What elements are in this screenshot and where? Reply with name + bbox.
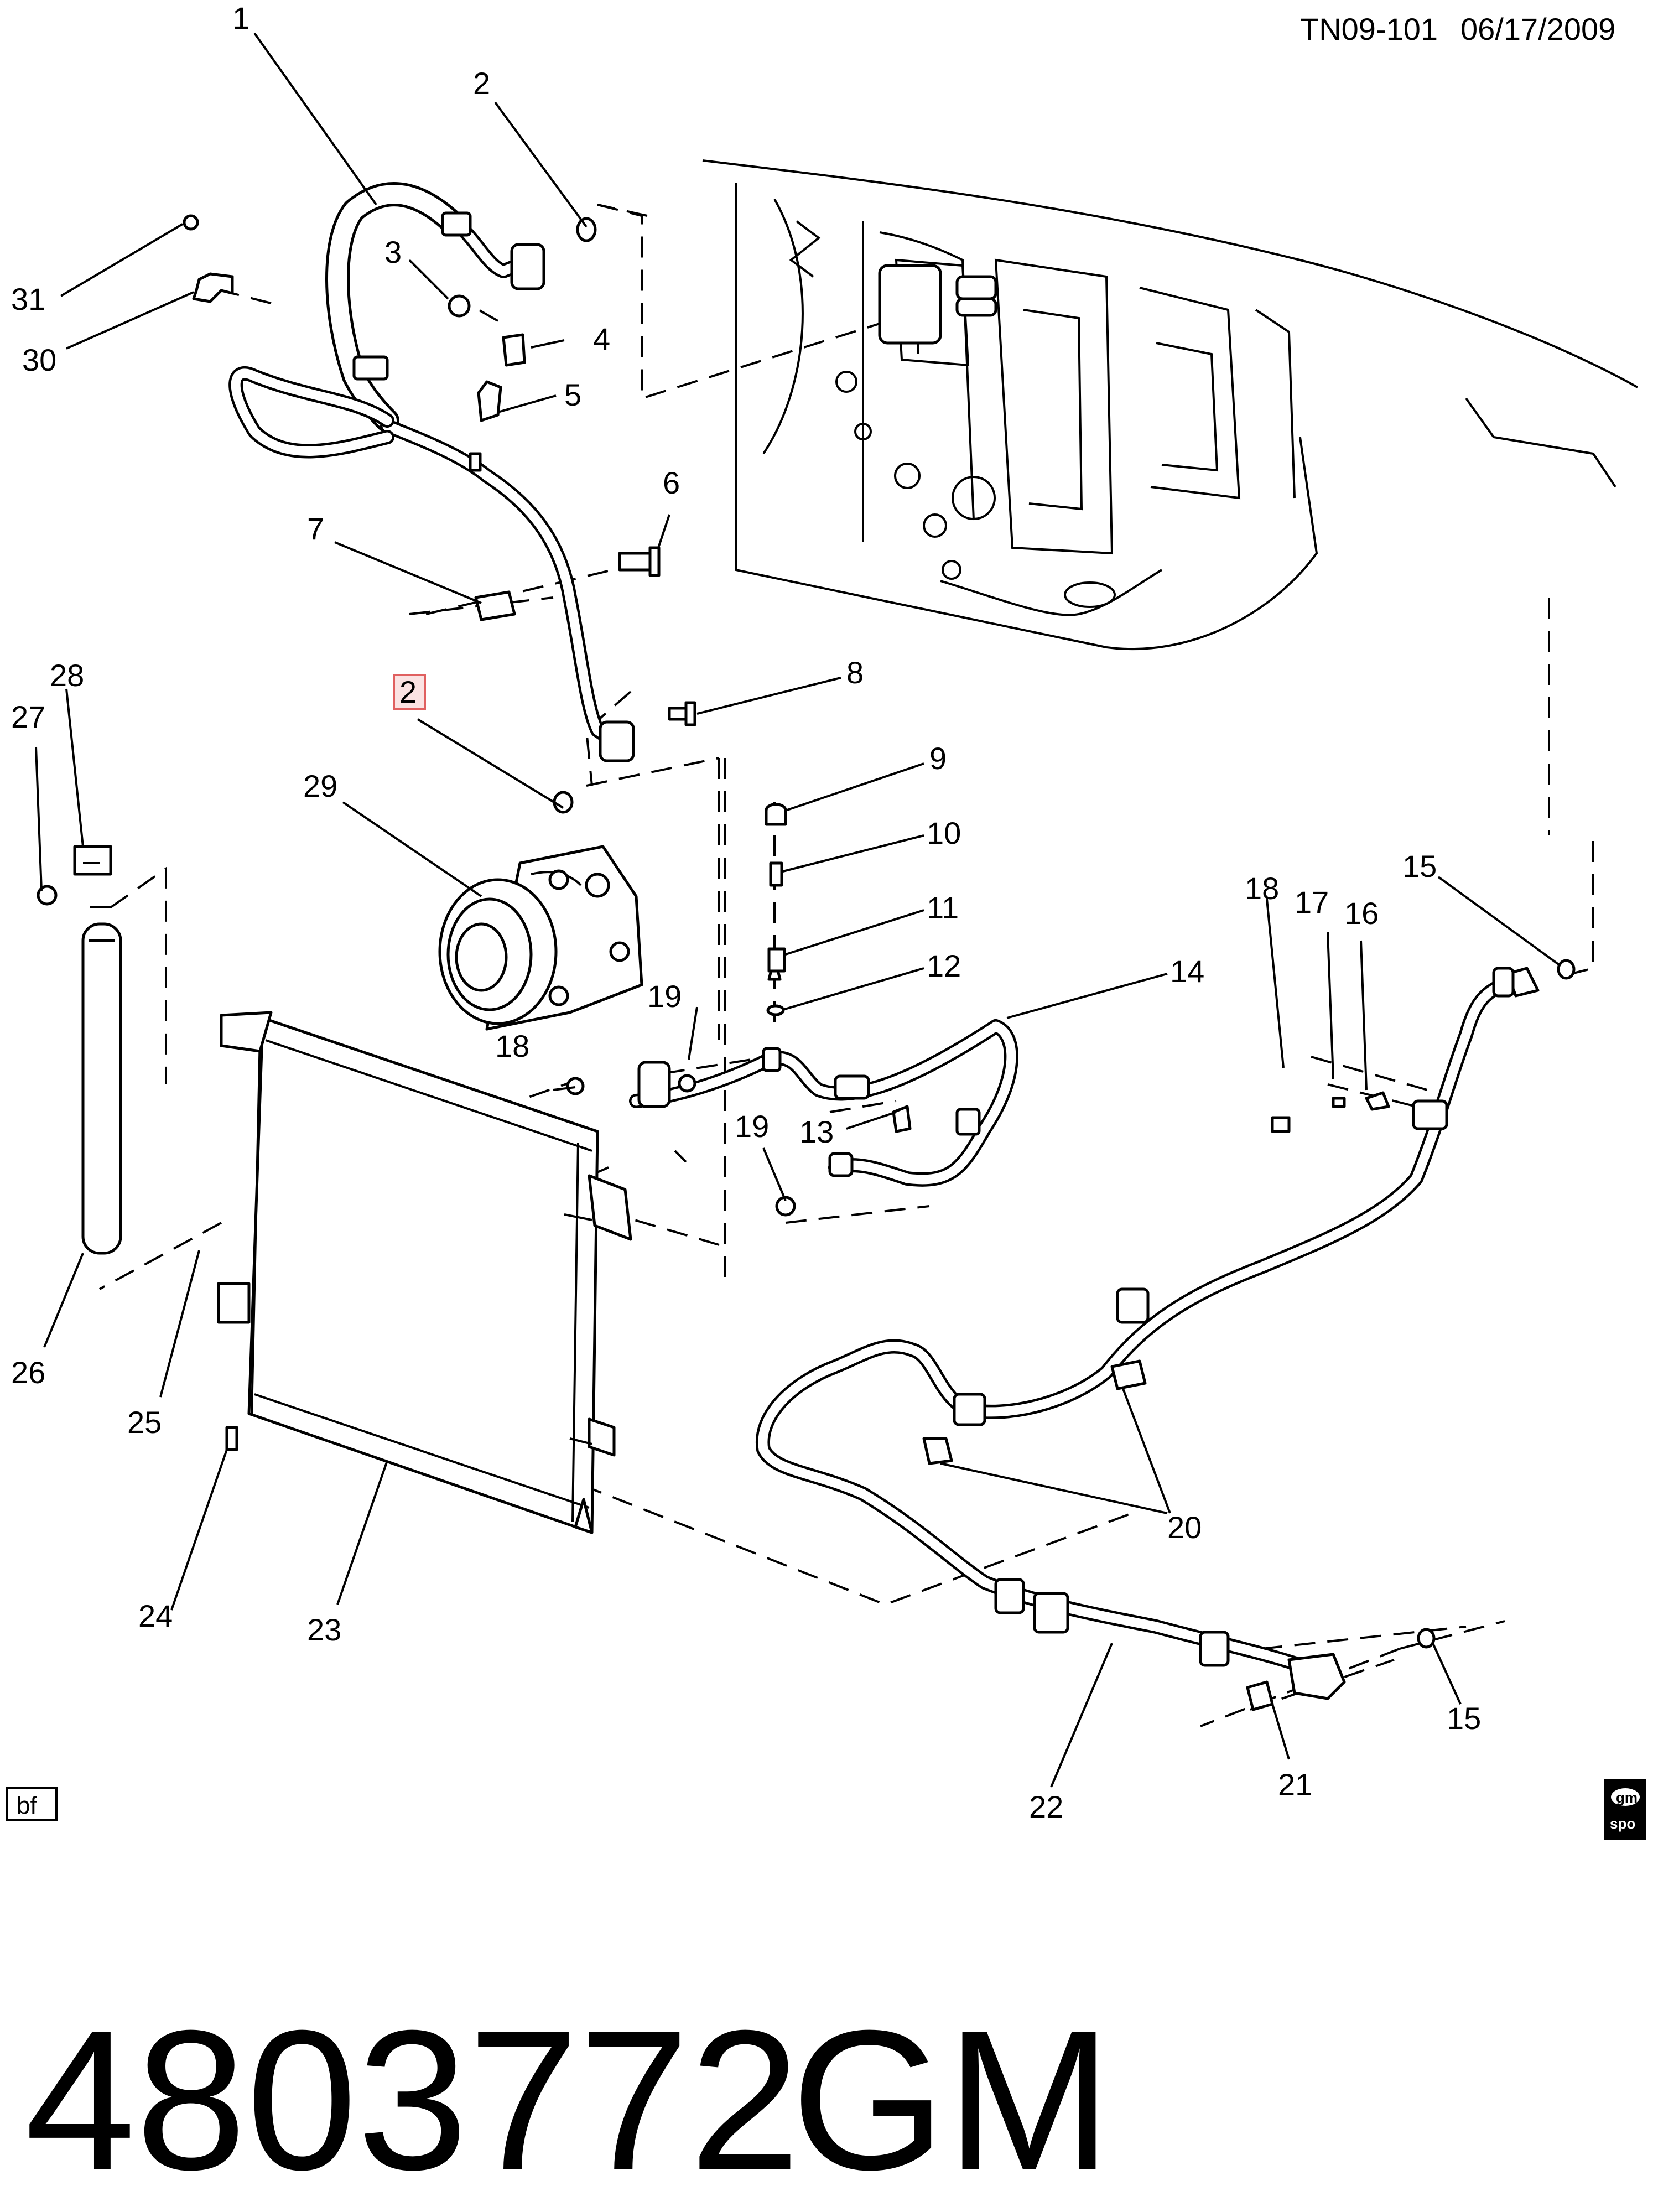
corner-tag-text: bf: [17, 1792, 37, 1819]
callout-26: 26: [11, 1355, 45, 1390]
callout-19-upper: 19: [647, 979, 682, 1014]
callout-24: 24: [138, 1598, 173, 1633]
callout-2-highlighted: 2: [399, 674, 417, 709]
callout-22: 22: [1029, 1789, 1063, 1824]
receiver-drier: [37, 845, 122, 1255]
diagram-code: TN09-101: [1300, 12, 1438, 46]
callout-29: 29: [303, 769, 337, 803]
brand-label: GM: [791, 1989, 1112, 2211]
callout-28: 28: [50, 658, 84, 693]
callout-4: 4: [593, 321, 610, 356]
callout-18-right: 18: [1245, 871, 1279, 906]
callout-25: 25: [127, 1405, 162, 1440]
logo-top-text: gm: [1616, 1789, 1638, 1806]
callout-31: 31: [11, 282, 45, 316]
callout-17: 17: [1295, 885, 1329, 920]
callout-10: 10: [927, 816, 961, 850]
liquid-line-14: [566, 803, 1018, 1217]
gm-spo-logo: gm spo: [1604, 1779, 1646, 1840]
highlight-box: [393, 674, 426, 710]
callout-16: 16: [1344, 896, 1379, 931]
callout-19-lower: 19: [735, 1109, 769, 1144]
callout-5: 5: [564, 377, 581, 412]
callout-13: 13: [799, 1114, 834, 1149]
callout-2: 2: [473, 66, 490, 101]
ac-compressor: [438, 845, 643, 1031]
callout-11: 11: [927, 890, 959, 925]
vehicle-firewall: [702, 159, 1638, 651]
callout-27: 27: [11, 699, 45, 734]
discharge-hose-assembly: [755, 959, 1576, 1711]
callout-9: 9: [929, 741, 947, 776]
callout-18-left: 18: [495, 1029, 529, 1063]
fittings-top: [183, 214, 696, 814]
suction-hose-assembly: [228, 182, 635, 762]
part-number: 4803772: [25, 1989, 800, 2211]
callout-8: 8: [846, 655, 864, 690]
callout-15-upper: 15: [1402, 849, 1437, 884]
callout-7: 7: [307, 511, 324, 546]
logo-bottom-text: spo: [1610, 1815, 1635, 1832]
callout-21: 21: [1278, 1767, 1312, 1802]
callout-23: 23: [307, 1612, 341, 1647]
callout-1: 1: [232, 1, 249, 35]
callout-12: 12: [927, 948, 961, 983]
leader-lines: [35, 32, 1561, 1788]
corner-tag-bf: bf: [6, 1787, 58, 1821]
ac-condenser: [217, 1011, 632, 1534]
callout-6: 6: [663, 465, 680, 500]
callout-15-lower: 15: [1447, 1701, 1481, 1736]
callout-labels: 1 2 3 4 5 6 7 8 2 29 9 10 11 12 14 15 18…: [11, 1, 1481, 1824]
callout-3: 3: [384, 235, 402, 269]
assembly-guide-lines: [89, 204, 1594, 1727]
callout-30: 30: [22, 342, 56, 377]
callout-20: 20: [1167, 1510, 1202, 1545]
diagram-date: 06/17/2009: [1460, 12, 1615, 46]
callout-14: 14: [1170, 954, 1204, 989]
